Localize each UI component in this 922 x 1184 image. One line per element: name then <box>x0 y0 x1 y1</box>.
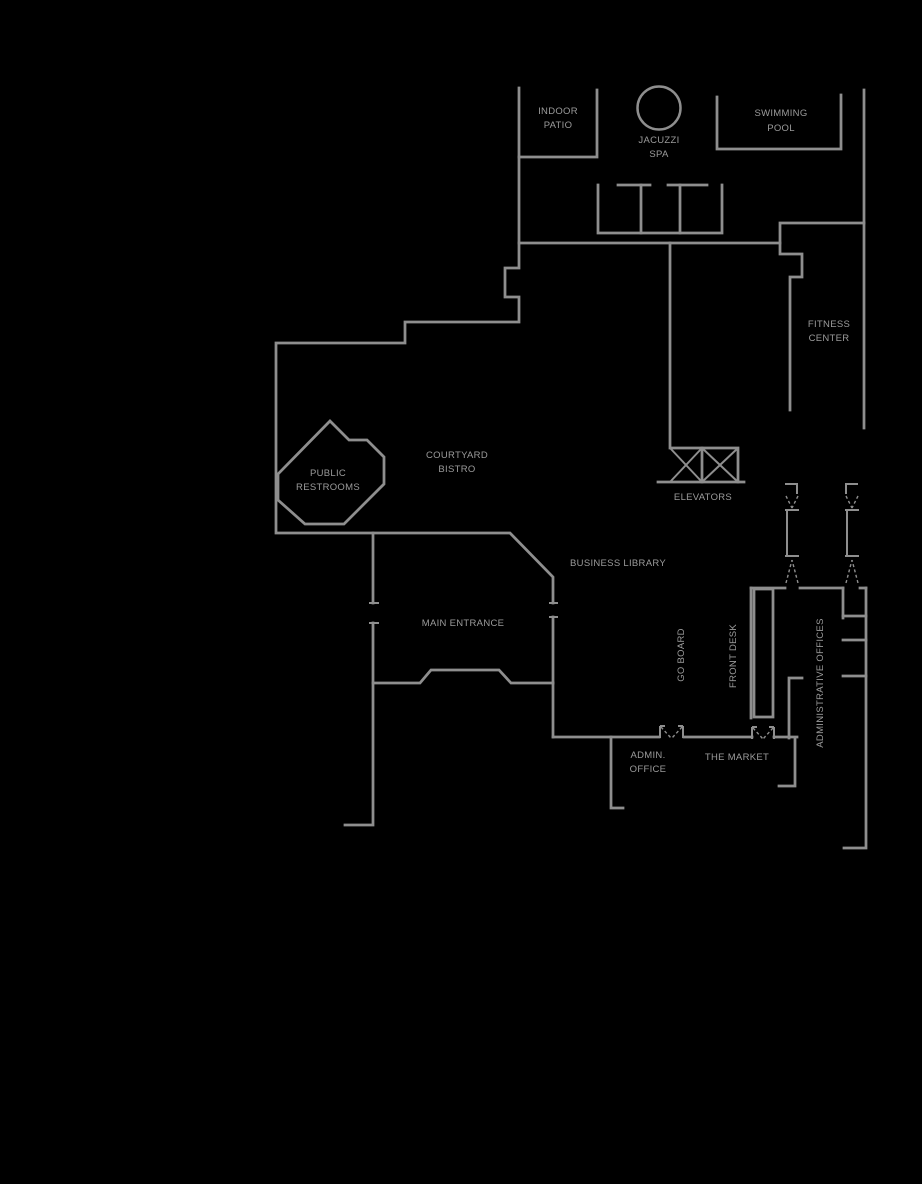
elevators-walls <box>656 241 746 484</box>
room-label-swimming-pool-line2: POOL <box>767 123 795 134</box>
room-label-admin-office-line1: ADMIN. <box>630 750 666 761</box>
outer-wall-left <box>274 86 555 685</box>
room-label-administrative-offices: ADMINISTRATIVE OFFICES <box>815 618 826 748</box>
stalls-walls <box>596 183 724 235</box>
jacuzzi-circle <box>636 85 682 131</box>
room-label-fitness-center-line2: CENTER <box>808 333 850 344</box>
room-label-indoor-patio-line2: PATIO <box>543 120 573 131</box>
admin-offices-walls <box>841 586 868 850</box>
swimming-pool-walls <box>715 93 843 151</box>
room-label-the-market: THE MARKET <box>704 752 770 763</box>
room-label-business-library: BUSINESS LIBRARY <box>570 558 666 569</box>
room-label-jacuzzi-spa-line1: JACUZZI <box>638 135 680 146</box>
room-label-courtyard-bistro-line2: BISTRO <box>438 464 476 475</box>
room-label-go-board: GO BOARD <box>676 628 687 682</box>
elevator-x-icon <box>669 447 739 483</box>
room-label-swimming-pool-line1: SWIMMING <box>754 108 808 119</box>
indoor-patio-walls <box>517 88 599 159</box>
room-label-elevators: ELEVATORS <box>673 492 733 503</box>
door-swing-icon <box>660 495 859 740</box>
room-label-main-entrance: MAIN ENTRANCE <box>421 618 505 629</box>
fitness-center-walls <box>778 221 866 412</box>
room-label-public-restrooms-line2: RESTROOMS <box>296 482 360 493</box>
room-label-indoor-patio-line1: INDOOR <box>538 106 578 117</box>
room-label-fitness-center-line1: FITNESS <box>807 319 851 330</box>
room-label-courtyard-bistro-line1: COURTYARD <box>426 450 488 461</box>
front-desk-walls <box>749 586 868 720</box>
room-label-front-desk: FRONT DESK <box>728 623 739 689</box>
room-label-jacuzzi-spa-line2: SPA <box>649 149 669 160</box>
door-frames <box>369 483 859 739</box>
public-restrooms-walls <box>276 419 386 526</box>
room-label-public-restrooms-line1: PUBLIC <box>309 468 347 479</box>
room-label-admin-office-line2: OFFICE <box>629 764 667 775</box>
market-walls <box>777 676 804 788</box>
admin-office-walls <box>609 735 625 810</box>
main-entrance-walls <box>343 531 555 827</box>
